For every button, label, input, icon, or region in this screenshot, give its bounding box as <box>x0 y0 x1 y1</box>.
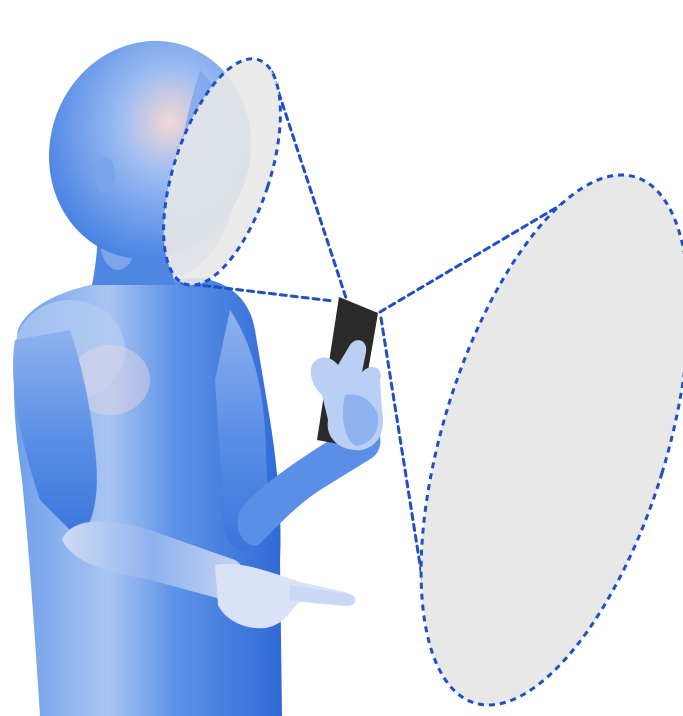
phone-group <box>311 297 383 450</box>
cone-line-top-near <box>272 72 346 298</box>
ear <box>95 157 115 193</box>
far-view-zone <box>367 144 683 716</box>
